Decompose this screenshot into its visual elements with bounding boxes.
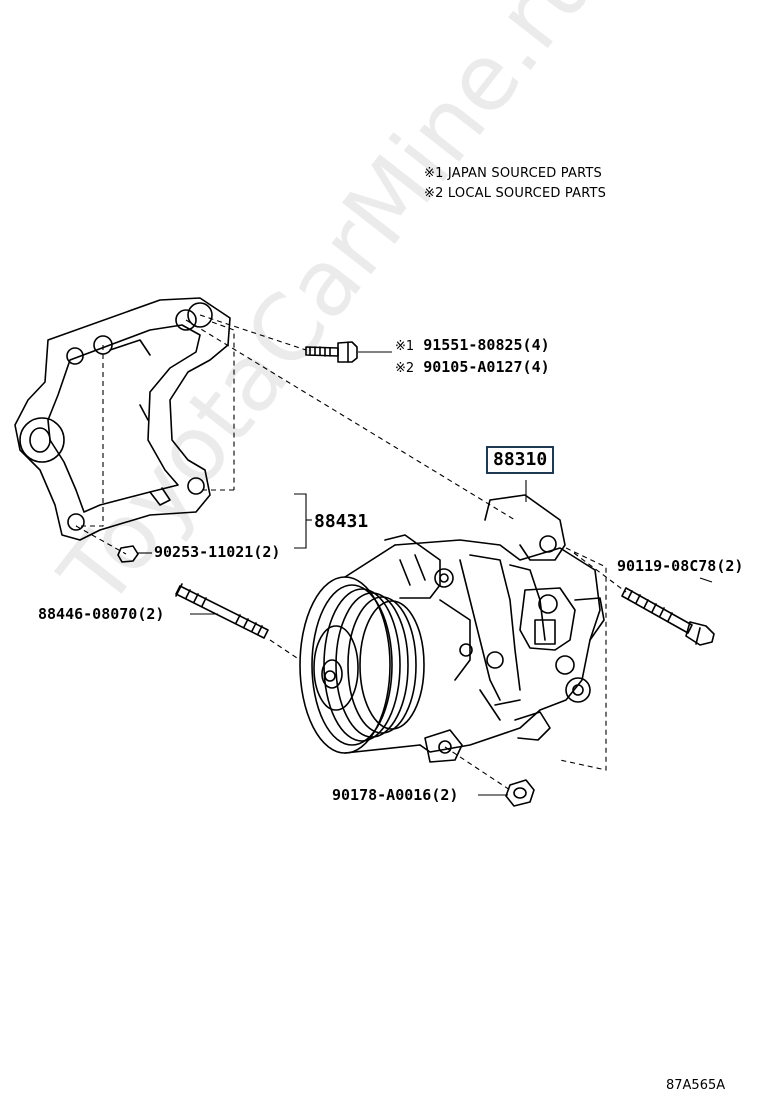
label-stud-qty: (2) [137,605,165,623]
compressor-bracket [14,297,231,541]
label-bolt-japan-number: 91551-80825 [423,336,523,354]
legend-japan-mark: ※1 [424,166,444,181]
legend-local-text: LOCAL SOURCED PARTS [447,186,607,201]
label-bolt-local-qty: (4) [522,358,550,376]
bolt-right [621,587,715,646]
label-nut-bracket-qty: (2) [253,543,281,561]
label-compressor[interactable]: 88310 [486,446,555,474]
label-stud[interactable]: 88446-08070(2) [38,605,164,623]
bolt-top [305,341,358,363]
label-bolt-right-qty: (2) [716,557,744,575]
label-nut-bottom[interactable]: 90178-A0016(2) [332,786,458,804]
label-nut-bracket[interactable]: 90253-11021(2) [154,543,280,561]
leader-lines [138,351,713,796]
alignment-lines [75,314,627,791]
legend-local-mark: ※2 [424,186,444,201]
legend-japan-text: JAPAN SOURCED PARTS [447,166,602,181]
label-bracket[interactable]: 88431 [314,511,369,532]
label-nut-bottom-number: 90178-A0016 [332,786,432,804]
diagram-code: 87A565A [666,1078,726,1093]
label-bolt-local[interactable]: ※2 90105-A0127(4) [395,358,550,376]
nut-bracket [117,545,139,563]
legend-japan: ※1 JAPAN SOURCED PARTS [424,166,602,181]
label-bolt-japan-mark: ※1 [395,339,415,354]
label-bolt-japan[interactable]: ※1 91551-80825(4) [395,336,550,354]
label-bolt-right[interactable]: 90119-08C78(2) [617,557,743,575]
label-bolt-local-mark: ※2 [395,361,415,376]
compressor-assembly [299,494,605,763]
stud-bolt [175,583,269,639]
label-nut-bracket-number: 90253-11021 [154,543,254,561]
label-nut-bottom-qty: (2) [431,786,459,804]
label-bolt-right-number: 90119-08C78 [617,557,717,575]
label-stud-number: 88446-08070 [38,605,138,623]
label-bolt-local-number: 90105-A0127 [423,358,523,376]
legend-local: ※2 LOCAL SOURCED PARTS [424,186,606,201]
label-bolt-japan-qty: (4) [522,336,550,354]
nut-bottom [505,779,535,807]
